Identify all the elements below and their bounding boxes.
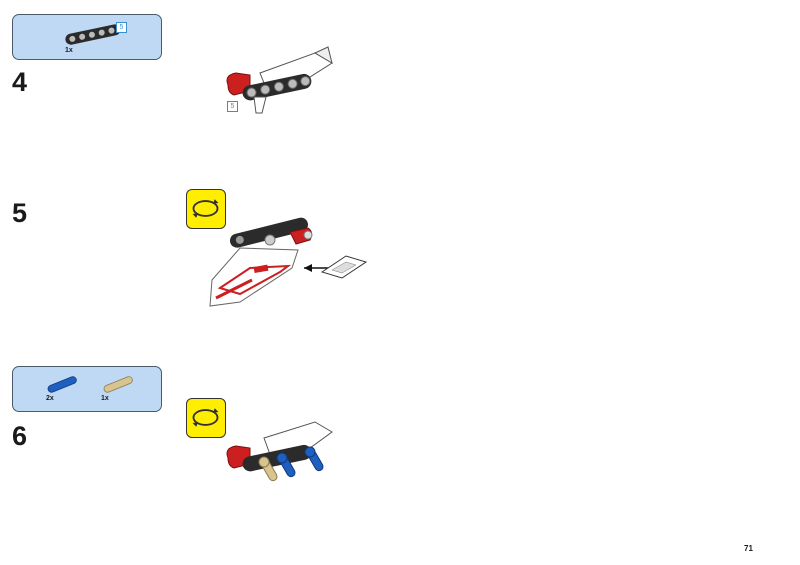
model-length-tag: 5 — [227, 101, 238, 112]
rotate-arrows-icon — [192, 408, 219, 427]
model-assembly-step-6 — [226, 421, 333, 482]
part-quantity: 2x — [46, 395, 54, 402]
rotate-arrows-icon — [192, 199, 219, 218]
step-number-6: 6 — [12, 421, 28, 451]
model-assembly-step-5 — [209, 217, 368, 307]
parts-callout-step-6: 2x 1x — [12, 366, 162, 412]
tan-axle-pin-icon — [103, 376, 133, 393]
step-number-5: 5 — [12, 198, 28, 228]
model-assembly-step-4 — [226, 46, 333, 114]
step-number-4: 4 — [12, 67, 28, 97]
beam-part-icon — [65, 24, 121, 45]
rotate-model-icon — [186, 398, 226, 438]
part-quantity: 1x — [65, 47, 73, 54]
parts-callout-step-4: 5 1x — [12, 14, 162, 60]
page-number: 71 — [744, 544, 753, 553]
part-length-tag: 5 — [116, 22, 127, 33]
part-quantity: 1x — [101, 395, 109, 402]
blue-axle-pin-icon — [47, 376, 77, 393]
rotate-model-icon — [186, 189, 226, 229]
